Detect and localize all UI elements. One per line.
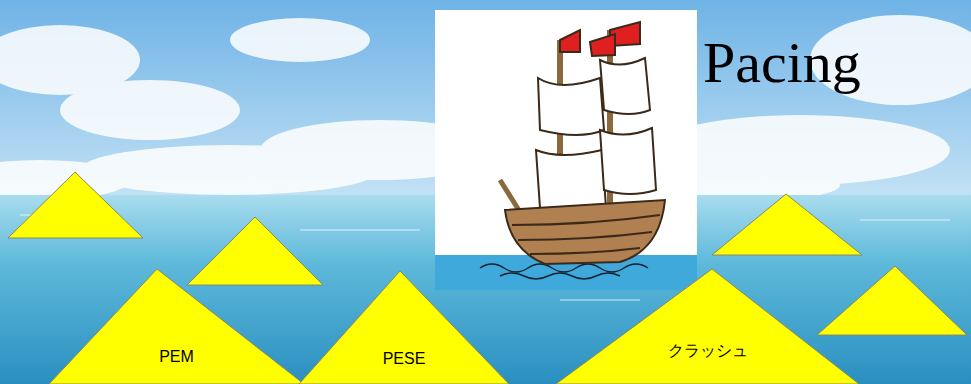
triangle-label: PEM xyxy=(159,347,194,366)
triangle-shape xyxy=(555,268,860,384)
yellow-triangle: PEM xyxy=(48,268,305,384)
triangle-shape xyxy=(298,270,510,384)
yellow-triangle: PESE xyxy=(298,270,510,384)
triangle-label: クラッシュ xyxy=(668,341,748,360)
title-label: Pacing xyxy=(703,34,861,92)
triangle-label: PESE xyxy=(383,349,426,368)
yellow-triangle: クラッシュ xyxy=(555,268,860,384)
triangle-shape xyxy=(48,268,305,384)
